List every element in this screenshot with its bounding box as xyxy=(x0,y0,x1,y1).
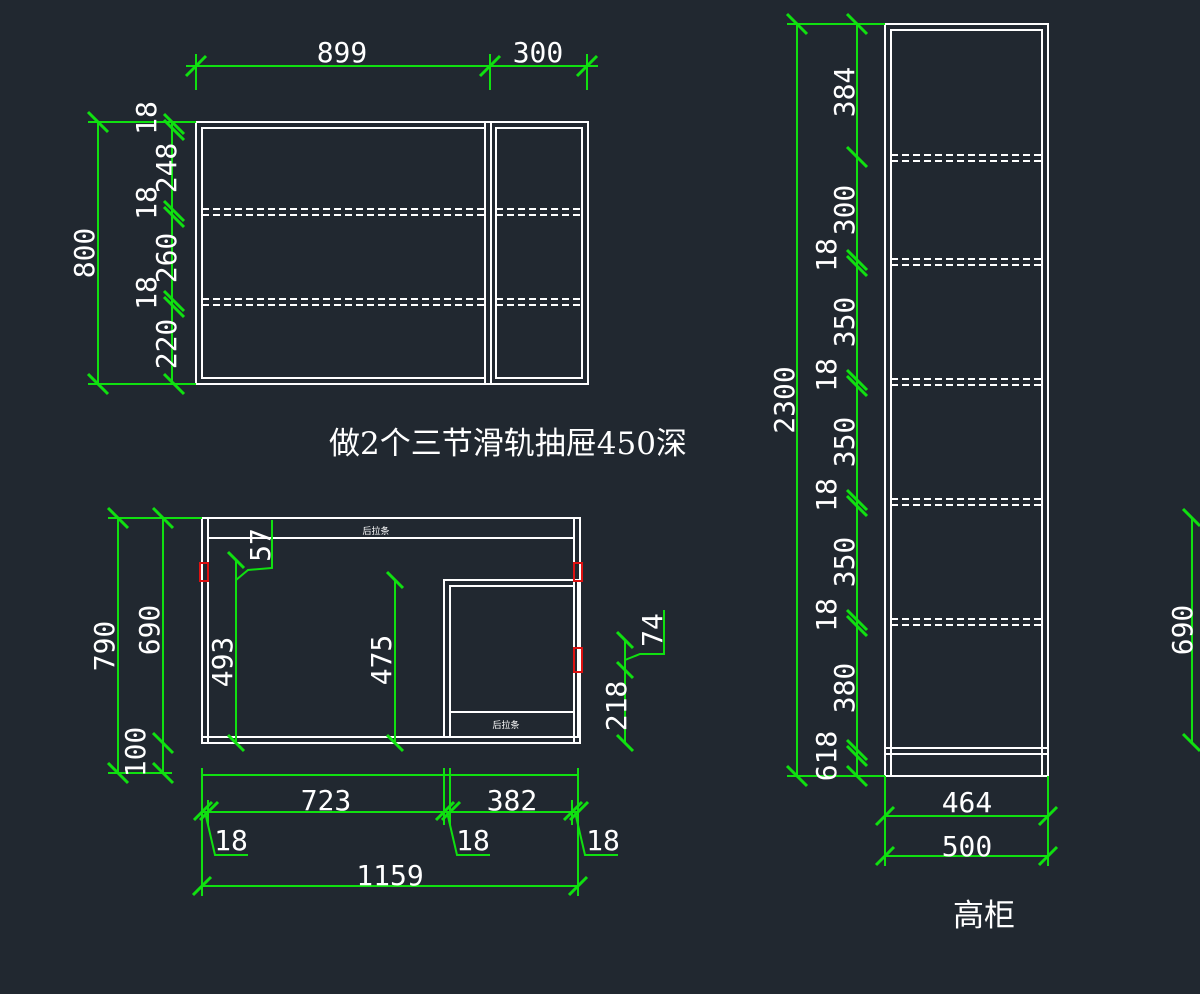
dim-front-height-base: 100 xyxy=(119,727,152,778)
dim-top-seg-5: 220 xyxy=(150,319,183,370)
front-view-inner-dims xyxy=(226,520,665,753)
dim-tall-seg-5: 350 xyxy=(828,537,861,588)
edge-view: 690 xyxy=(1166,507,1200,753)
dim-top-seg-4: 18 xyxy=(130,276,163,310)
front-view-height-dims xyxy=(106,506,202,785)
tall-cabinet: 2300 384 300 18 350 18 350 18 350 18 380… xyxy=(768,12,1059,934)
tall-cabinet-width-dims xyxy=(874,776,1059,867)
dim-front-width-total: 1159 xyxy=(356,859,423,892)
dim-tall-bottom: 618 xyxy=(810,731,843,782)
dim-top-seg-1: 248 xyxy=(150,143,183,194)
tall-cabinet-height-dims xyxy=(785,12,885,788)
dim-front-inner-mid: 475 xyxy=(365,635,398,686)
hinge-markers xyxy=(199,562,583,673)
dim-top-seg-3: 260 xyxy=(150,233,183,284)
tall-cabinet-title: 高柜 xyxy=(953,898,1015,934)
dim-front-top-gap: 57 xyxy=(244,528,277,562)
dim-tall-seg-1: 384 xyxy=(828,67,861,118)
dim-front-width-right: 382 xyxy=(487,784,538,817)
dim-top-width-left: 899 xyxy=(317,36,368,69)
front-view: 后拉条 后拉条 790 690 100 xyxy=(88,506,669,897)
rail-label-bottom: 后拉条 xyxy=(492,719,519,731)
dim-front-right-small: 74 xyxy=(636,613,669,647)
top-view-shelves xyxy=(202,208,582,306)
dim-top-width-right: 300 xyxy=(513,36,564,69)
top-view-outline xyxy=(195,121,589,385)
dim-top-seg-2: 18 xyxy=(130,186,163,220)
tall-cabinet-outline xyxy=(884,23,1049,777)
dim-top-seg-top: 18 xyxy=(130,101,163,135)
dim-tall-board-2: 18 xyxy=(810,358,843,392)
dim-tall-board-4: 18 xyxy=(810,598,843,632)
dim-top-height-total: 800 xyxy=(68,228,101,279)
dim-tall-board-1: 18 xyxy=(810,238,843,272)
dim-edge-690: 690 xyxy=(1166,605,1199,656)
dim-tall-seg-2: 300 xyxy=(828,185,861,236)
drawer-note: 做2个三节滑轨抽屉450深 xyxy=(329,426,687,462)
dim-front-board-3: 18 xyxy=(586,824,620,857)
front-view-width-dims xyxy=(191,768,618,897)
dim-front-height-total: 790 xyxy=(88,621,121,672)
dim-tall-seg-6: 380 xyxy=(828,663,861,714)
top-view-width-dims xyxy=(184,54,599,90)
dim-front-right-drawer: 218 xyxy=(600,681,633,732)
dim-tall-height-total: 2300 xyxy=(768,366,801,433)
dim-front-board-2: 18 xyxy=(456,824,490,857)
dim-front-inner-left: 493 xyxy=(206,637,239,688)
dim-tall-board-3: 18 xyxy=(810,478,843,512)
top-view-height-dims xyxy=(86,110,196,396)
rail-label-top: 后拉条 xyxy=(362,525,389,537)
dim-tall-inner-width: 464 xyxy=(942,786,993,819)
dim-front-height-upper: 690 xyxy=(133,605,166,656)
dim-front-width-left: 723 xyxy=(301,784,352,817)
dim-tall-seg-3: 350 xyxy=(828,297,861,348)
dim-tall-outer-width: 500 xyxy=(942,830,993,863)
tall-cabinet-shelves xyxy=(891,154,1042,626)
dim-tall-seg-4: 350 xyxy=(828,417,861,468)
dim-front-board-1: 18 xyxy=(214,824,248,857)
top-view: 899 300 800 18 248 18 260 18 220 做2个三节滑轨… xyxy=(68,36,687,462)
